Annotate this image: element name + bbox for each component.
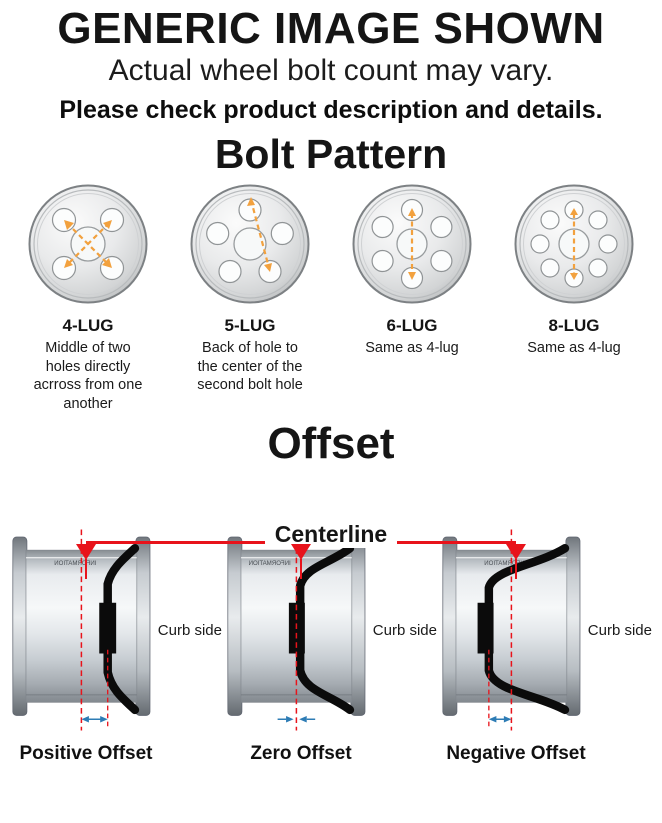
check-details-note: Please check product description and det… bbox=[59, 95, 603, 124]
8-lug-wheel-icon bbox=[514, 184, 634, 304]
positive-offset-wheel-icon: INFORMATION bbox=[12, 529, 151, 731]
centerline-marker bbox=[506, 544, 526, 561]
lug-item-8: 8-LUG Same as 4-lug bbox=[499, 182, 649, 413]
offset-title: Offset bbox=[267, 419, 395, 469]
barrel-stamp-text: INFORMATION bbox=[249, 560, 291, 567]
offset-label-zero: Zero Offset bbox=[250, 743, 352, 765]
lug-label: 6-LUG bbox=[386, 316, 438, 336]
negative-offset-wheel-icon: INFORMATION bbox=[442, 529, 581, 731]
5-lug-wheel-icon bbox=[190, 184, 310, 304]
centerline-marker bbox=[291, 544, 311, 561]
offset-label-negative: Negative Offset bbox=[446, 743, 586, 765]
lug-description: Back of hole to the center of the second… bbox=[197, 340, 303, 394]
bolt-pattern-row: 4-LUG Middle of two holes directly acrro… bbox=[0, 182, 662, 413]
offset-diagram: Centerline INFORMATION bbox=[0, 521, 662, 823]
6-lug-wheel-icon bbox=[352, 184, 472, 304]
barrel-stamp-text: INFORMATION bbox=[54, 560, 96, 567]
curb-side-label: Curb side bbox=[157, 621, 222, 639]
centerline-connector bbox=[515, 559, 517, 580]
lug-description: Same as 4-lug bbox=[365, 340, 459, 357]
generic-image-title: GENERIC IMAGE SHOWN bbox=[57, 4, 605, 53]
offset-label-positive: Positive Offset bbox=[19, 743, 153, 765]
lug-description: Middle of two holes directly acrross fro… bbox=[33, 340, 143, 412]
zero-offset-wheel-icon: INFORMATION bbox=[227, 529, 366, 731]
lug-label: 5-LUG bbox=[224, 316, 276, 336]
wheel-infographic: GENERIC IMAGE SHOWN Actual wheel bolt co… bbox=[0, 4, 662, 806]
centerline-connector bbox=[85, 559, 87, 580]
lug-item-5: 5-LUG Back of hole to the center of the … bbox=[175, 182, 325, 413]
lug-description: Same as 4-lug bbox=[527, 340, 621, 357]
offset-item-negative: INFORMATION Curb side bbox=[440, 523, 652, 737]
lug-label: 4-LUG bbox=[62, 316, 114, 336]
centerline-label: Centerline bbox=[264, 521, 398, 549]
curb-side-label: Curb side bbox=[587, 621, 652, 639]
barrel-stamp-text: INFORMATION bbox=[484, 560, 526, 567]
lug-item-4: 4-LUG Middle of two holes directly acrro… bbox=[13, 182, 163, 413]
offset-item-zero: INFORMATION Curb side bbox=[225, 523, 437, 737]
offset-item-positive: INFORMATION Curb side bbox=[10, 523, 222, 737]
bolt-count-subtitle: Actual wheel bolt count may vary. bbox=[108, 54, 554, 88]
centerline-connector bbox=[300, 559, 302, 580]
curb-side-label: Curb side bbox=[372, 621, 437, 639]
4-lug-wheel-icon bbox=[28, 184, 148, 304]
lug-item-6: 6-LUG Same as 4-lug bbox=[337, 182, 487, 413]
centerline-marker bbox=[76, 544, 96, 561]
lug-label: 8-LUG bbox=[548, 316, 600, 336]
bolt-pattern-title: Bolt Pattern bbox=[214, 131, 448, 178]
